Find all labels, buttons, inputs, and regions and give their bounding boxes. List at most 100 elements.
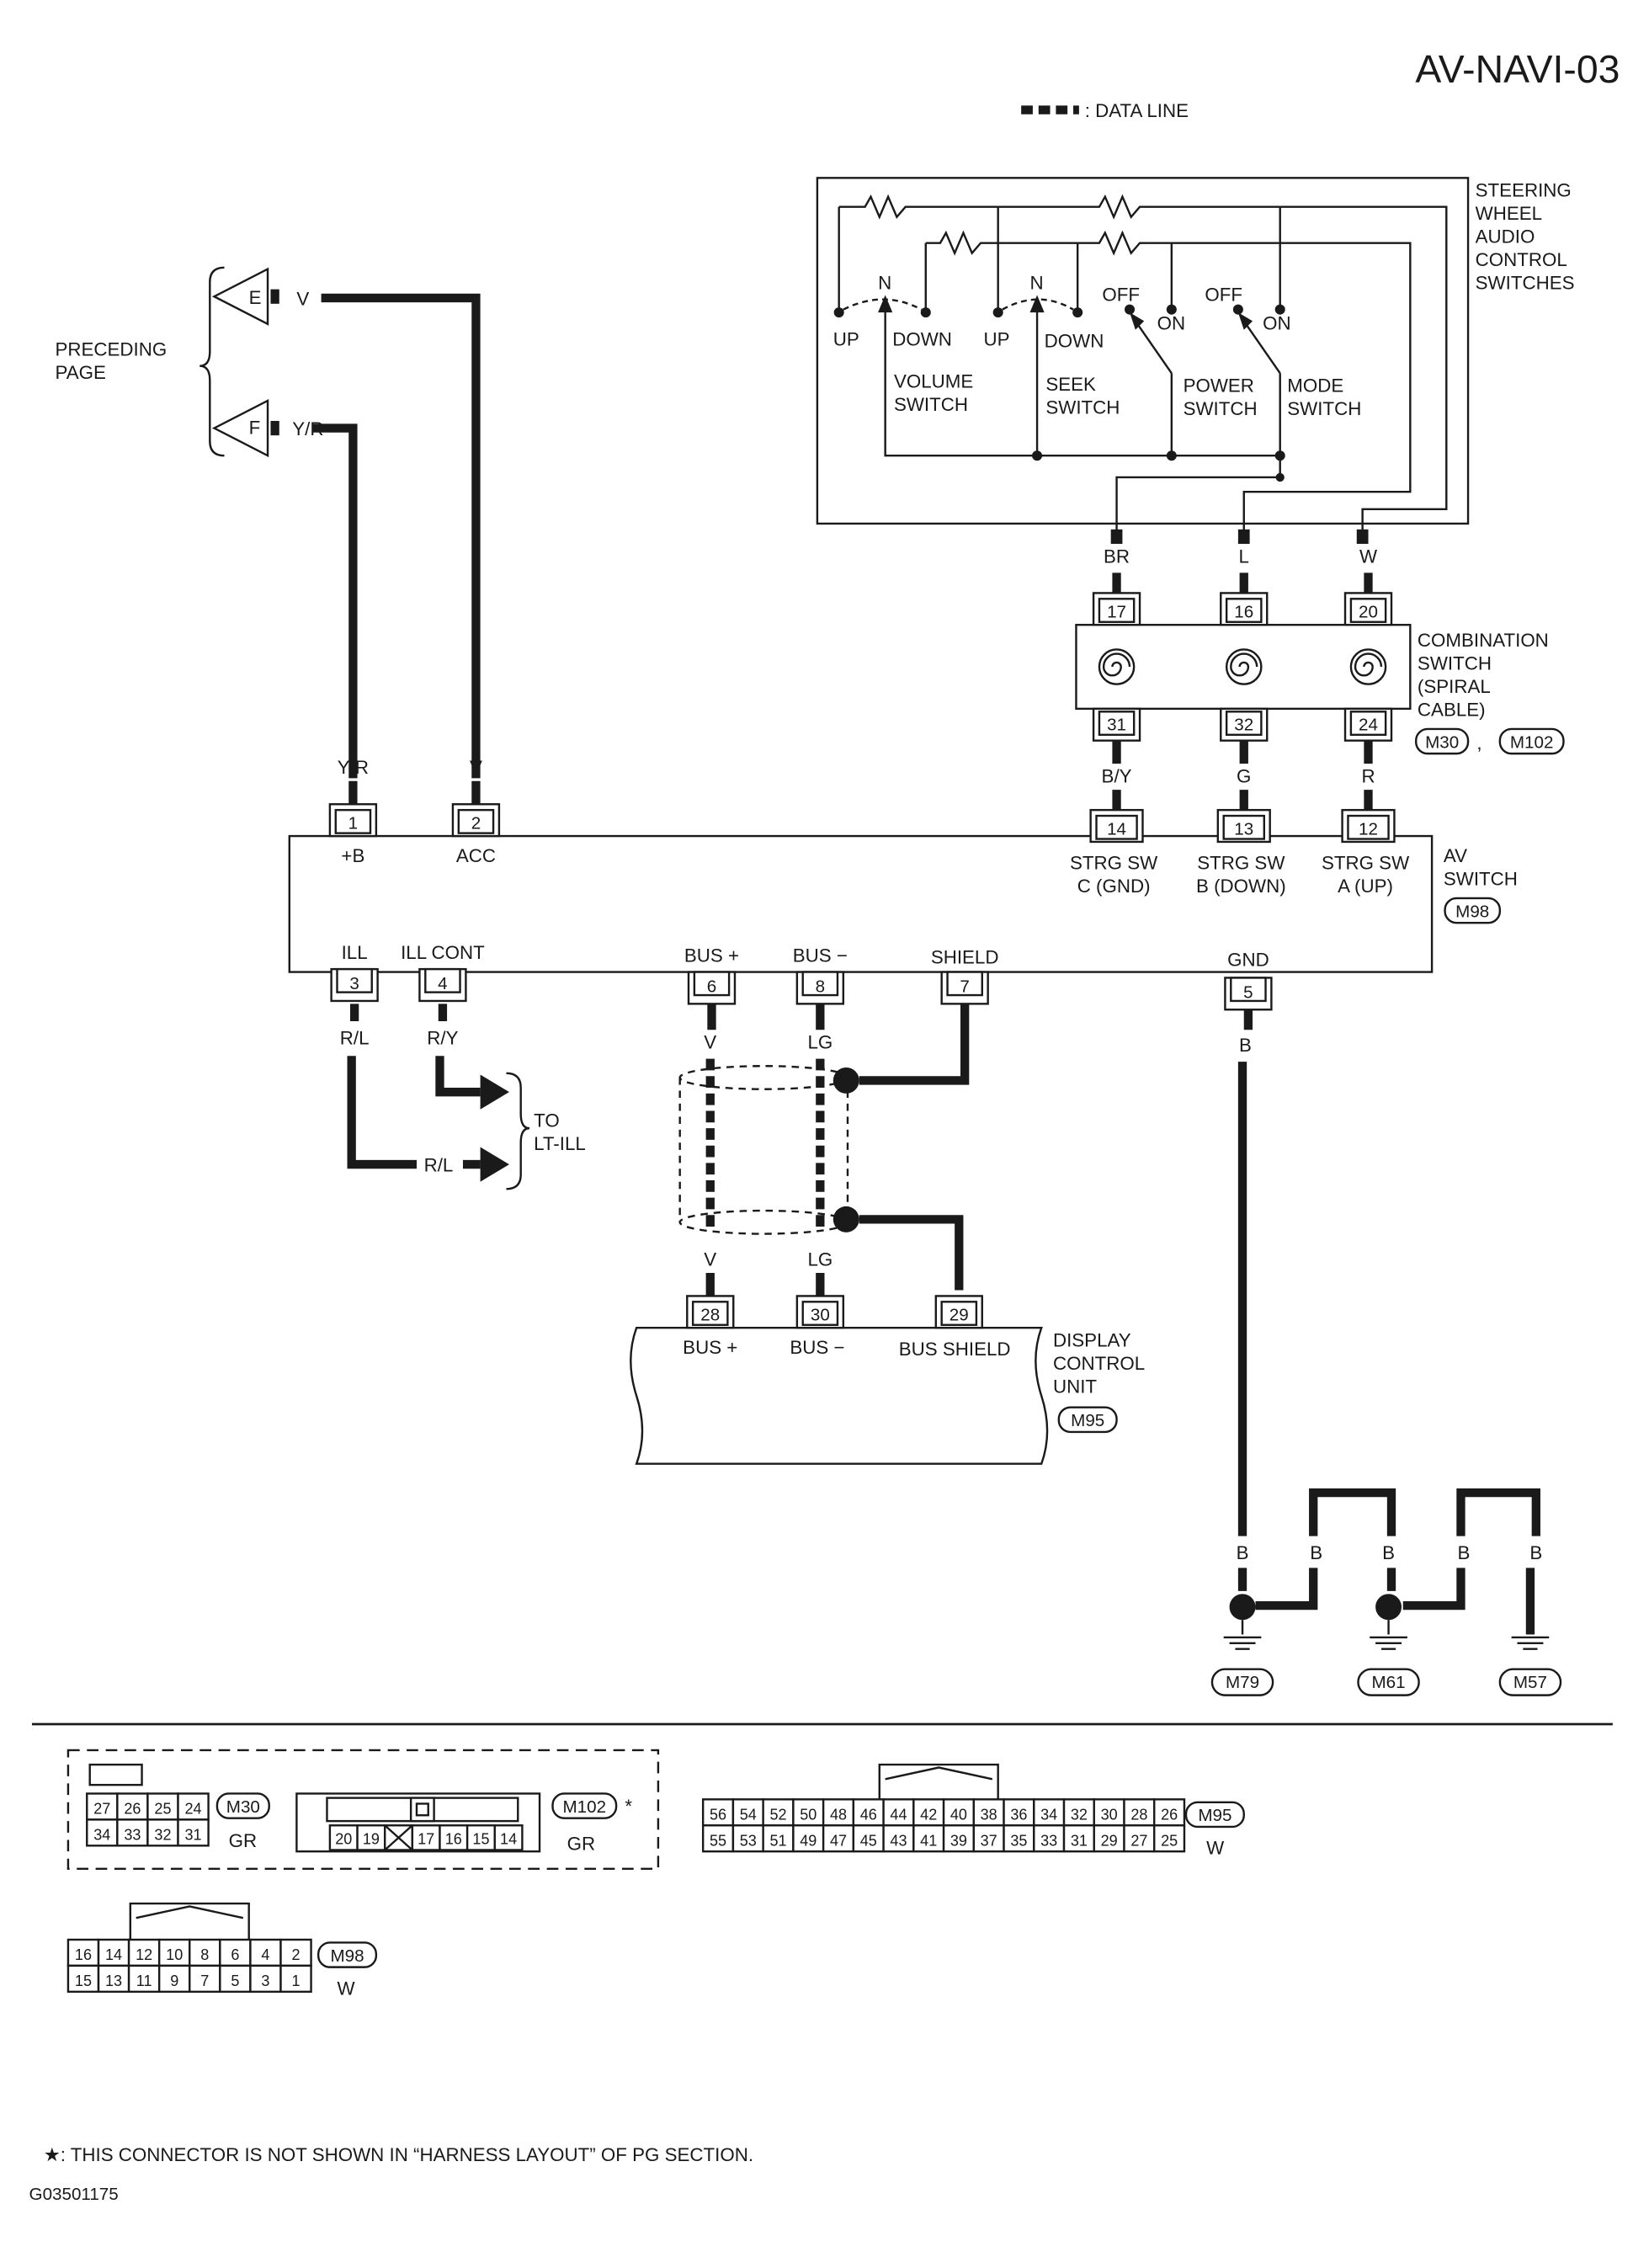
wire-color-v: V [470,757,482,778]
connector-cell [1003,1798,1035,1827]
connector-cell [177,1792,210,1821]
seek-up-label: UP [983,329,1009,350]
connector-pin-number: 16 [445,1831,462,1848]
connector-pin-number: 10 [166,1946,183,1963]
av-pin-label: B (DOWN) [1196,876,1286,897]
volume-down-label: DOWN [892,329,952,350]
connector-pin-number: 17 [418,1831,434,1848]
volume-up-label: UP [833,329,859,350]
display-pin-28: 28 [686,1295,735,1329]
ground-splice [1229,1594,1256,1621]
spiral-pin-31: 31 [1092,707,1141,742]
connector-pin-number: 31 [185,1826,202,1843]
connector-pin-number: 33 [124,1826,141,1843]
connector-pin-number: 43 [890,1832,907,1849]
steering-switch-title: CONTROL [1476,249,1567,270]
resistor [1077,230,1172,256]
connector-pin-number: 47 [830,1832,847,1849]
svg-text:32: 32 [1234,716,1253,735]
connector-pin-number: 15 [75,1973,92,1989]
wire-color-b: B [1237,1542,1249,1563]
connector-pin-number: 15 [472,1831,489,1848]
connector-cell [1062,1798,1095,1827]
connector-tag-m98: M98 [317,1941,378,1968]
footnote: ★: THIS CONNECTOR IS NOT SHOWN IN “HARNE… [44,2144,753,2165]
av-pin-label: STRG SW [1197,853,1285,874]
steering-switch-title: AUDIO [1476,226,1535,248]
mode-switch-name: MODE [1287,375,1343,397]
connector-pin-number: 25 [1161,1832,1178,1849]
connector-cell [177,1818,210,1847]
connector-pin-number: 52 [769,1806,786,1823]
spiral-pin-24: 24 [1343,707,1393,742]
ground-point-m61: M61 [1357,1668,1420,1696]
av-pin-label: ACC [456,845,496,866]
connector-pin-number: 6 [231,1946,239,1963]
wire-color-b: B [1457,1542,1470,1563]
connector-pin-number: 8 [200,1946,209,1963]
svg-text:2: 2 [471,813,481,833]
svg-text:M61: M61 [1372,1673,1406,1692]
svg-text:8: 8 [816,977,825,997]
spiral-coil-icon [1098,648,1136,685]
connector-cell [1093,1824,1125,1853]
connector-tag-separator: , [1476,732,1481,753]
av-pin-14: 14 [1089,808,1144,844]
svg-text:14: 14 [1107,819,1126,839]
connector-pin-number: 56 [710,1806,726,1823]
svg-text:M102: M102 [1510,732,1554,752]
connector-cell [1153,1798,1186,1827]
steering-wheel-switches: STEERING WHEEL AUDIO CONTROL SWITCHES UP [816,177,1575,545]
connector-pin-number: 33 [1040,1832,1057,1849]
svg-text:3: 3 [349,974,359,993]
ground-splice [1375,1594,1402,1621]
volume-switch-name: VOLUME [894,370,973,391]
spiral-pin-16: 16 [1220,592,1269,626]
connector-cell [493,1824,524,1851]
preceding-page-label: PRECEDING [55,339,167,360]
volume-n-label: N [878,273,891,294]
resistor [925,230,1078,256]
steering-switch-title: SWITCHES [1476,273,1575,294]
connector-pin-number: 14 [105,1946,122,1963]
wire-color-br: BR [1104,546,1130,567]
connector-pin-number: 44 [890,1806,907,1823]
connector-e-letter: E [249,287,262,308]
mode-on-label: ON [1263,313,1291,334]
svg-text:M95: M95 [1198,1806,1231,1825]
connector-pin-number: 29 [1101,1832,1118,1849]
connector-pin-number: 31 [1071,1832,1088,1849]
wire-color-v: V [704,1032,716,1053]
av-pin-1: 1 [328,803,378,838]
connector-pin-number: 3 [261,1973,269,1989]
connector-pin-number: 34 [93,1826,110,1843]
connector-cell [279,1938,312,1967]
connector-pin-number: 39 [950,1832,967,1849]
connector-color: W [337,1978,354,1999]
av-pin-label: ILL [342,942,368,963]
spiral-pin-32: 32 [1220,707,1269,742]
power-off-label: OFF [1102,284,1140,305]
display-control-unit: 28 30 29 BUS + BUS − BUS SHIELD DISPLAY … [630,1295,1145,1465]
connector-cell [1033,1824,1066,1853]
av-switch-name: SWITCH [1444,868,1518,889]
connector-cell [882,1824,915,1853]
connector-pin-number: 46 [860,1806,877,1823]
connector-pin-number: 27 [93,1801,110,1818]
svg-text:M98: M98 [330,1946,364,1966]
seek-down-label: DOWN [1045,330,1104,351]
connector-cell [189,1964,221,1994]
display-pin-label: BUS + [683,1337,737,1358]
wire-color-l: L [1239,546,1249,567]
connector-pin-number: 4 [261,1946,269,1963]
svg-text:M95: M95 [1071,1411,1104,1430]
svg-text:28: 28 [700,1306,720,1325]
wire-color-b: B [1529,1542,1542,1563]
svg-text:M98: M98 [1455,902,1489,921]
connector-pin-number: 35 [1010,1832,1027,1849]
wire-color-y-r: Y/R [338,757,369,778]
connector-pin-number: 12 [136,1946,152,1963]
wire-color-r: R [1361,765,1375,786]
connector-pin-number: 38 [981,1806,997,1823]
